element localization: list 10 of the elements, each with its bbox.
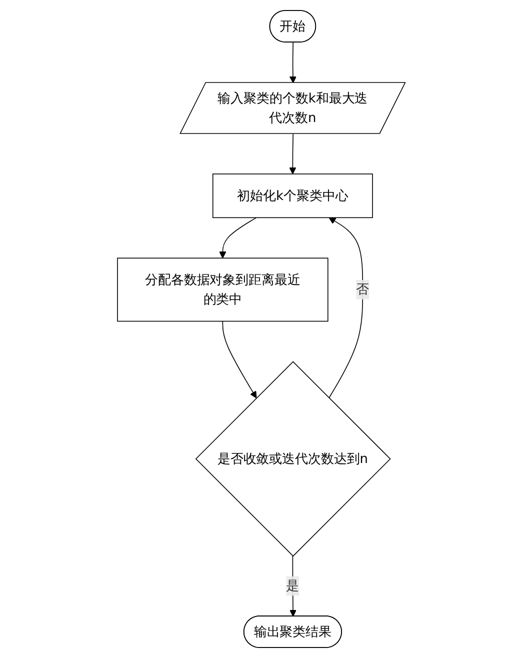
arrow (218, 217, 256, 258)
node-box: 分配各数据对象到距离最近的类中 (116, 258, 328, 322)
arrow (222, 320, 256, 398)
node-diamond: 是否收敛或迭代次数达到n (195, 361, 391, 557)
edge-label: 是 (286, 578, 299, 594)
edge-label: 否 (356, 282, 369, 297)
arrow (288, 134, 296, 174)
arrow (289, 42, 296, 84)
arrow (328, 217, 363, 398)
node-box: 初始化k个聚类中心 (212, 174, 373, 218)
